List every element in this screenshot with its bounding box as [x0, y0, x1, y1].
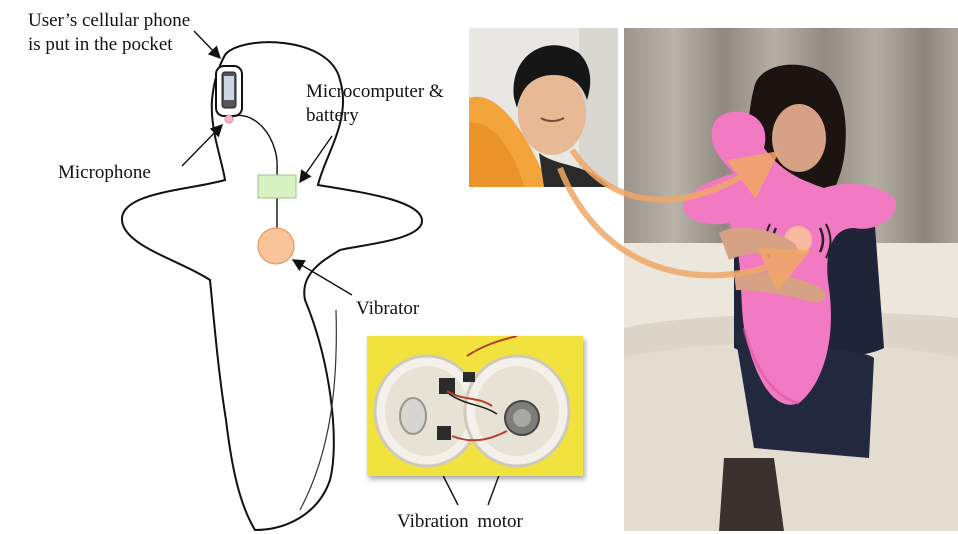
man-hugging-photo	[469, 28, 618, 187]
microphone-dot	[225, 115, 233, 123]
wire-mic-to-mcu	[232, 115, 277, 176]
vibrator-pointer-arrow	[293, 260, 352, 295]
vibrator-circle	[258, 228, 294, 264]
phone-pocket-label: User’s cellular phone is put in the pock…	[28, 9, 198, 57]
vibration-motor-label: Vibration motor	[397, 510, 523, 534]
vibration-motor-photo	[367, 336, 583, 476]
microcomputer-label: Microcomputer & battery	[306, 80, 476, 128]
woman-hugging-photo	[624, 28, 958, 531]
microcomputer-box	[258, 175, 296, 198]
vibrator-label: Vibrator	[356, 297, 419, 321]
microphone-pointer-arrow	[182, 125, 222, 166]
microphone-label: Microphone	[58, 161, 151, 185]
